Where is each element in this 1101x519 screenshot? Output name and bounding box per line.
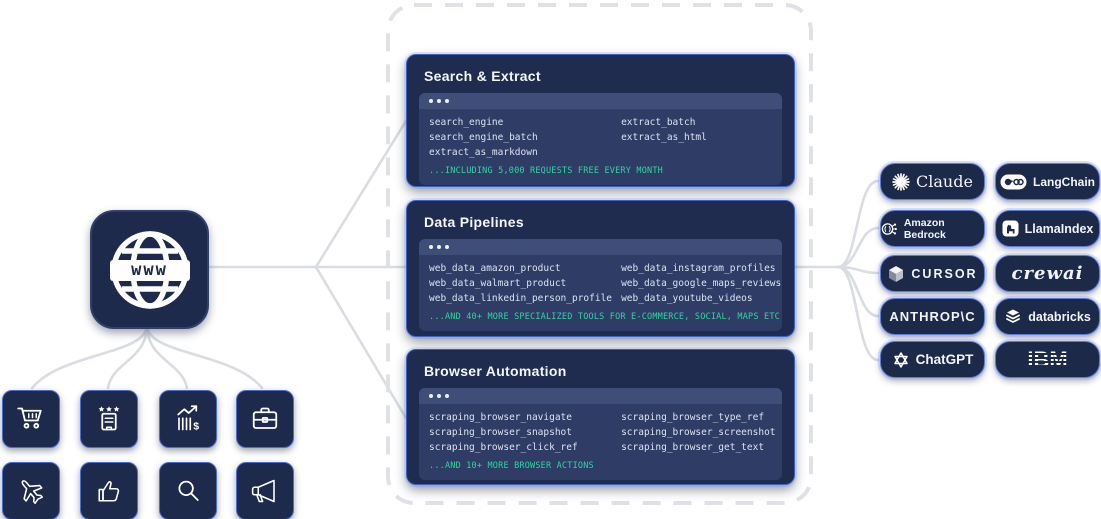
tool-name: extract_as_html (621, 132, 707, 143)
tool-name: search_engine_batch (429, 132, 538, 143)
category-tile-thumbs-up (80, 462, 138, 519)
claude-starburst-icon (892, 172, 910, 191)
svg-text:$: $ (193, 421, 199, 433)
category-tile-megaphone (236, 462, 294, 519)
tool-name: scraping_browser_navigate (429, 412, 572, 423)
badge-label: LlamaIndex (1024, 221, 1094, 236)
badge-label: Claude (916, 172, 973, 191)
tool-name: scraping_browser_snapshot (429, 427, 572, 438)
llamaindex-llama-icon (1002, 220, 1019, 237)
badge-label: LangChain (1033, 174, 1095, 189)
briefcase-icon (252, 407, 278, 429)
badge-label: databricks (1028, 309, 1091, 324)
panel-note: ...AND 40+ MORE SPECIALIZED TOOLS FOR E-… (429, 312, 780, 322)
megaphone-icon (251, 479, 275, 503)
badge-cursor: CURSOR (880, 255, 985, 292)
tool-name: scraping_browser_type_ref (621, 412, 765, 423)
badge-claude: Claude (880, 163, 985, 200)
badge-label: ChatGPT (915, 352, 974, 367)
badge-chatgpt: ChatGPT (880, 341, 985, 378)
panel-title: Search & Extract (424, 68, 541, 84)
panel-search-extract: Search & Extract search_engine extract_b… (406, 54, 795, 187)
tool-name: search_engine (429, 117, 504, 128)
category-tile-product-reviews (80, 390, 138, 448)
tool-name: web_data_youtube_videos (621, 293, 753, 304)
tool-name: scraping_browser_screenshot (621, 427, 776, 438)
tool-name: web_data_instagram_profiles (621, 263, 776, 274)
code-window: scraping_browser_navigate scraping_brows… (419, 388, 782, 480)
window-dots-icon (419, 388, 782, 404)
bedrock-brain-icon (881, 222, 897, 235)
category-tile-briefcase (236, 390, 294, 448)
www-label: www (131, 260, 168, 280)
tool-name: scraping_browser_get_text (621, 442, 765, 453)
www-source-node: www (90, 210, 209, 329)
cursor-cube-icon (889, 265, 904, 282)
badge-databricks: databricks (995, 298, 1100, 335)
badge-crewai: crewai (995, 255, 1100, 292)
code-window: web_data_amazon_product web_data_instagr… (419, 239, 782, 331)
window-dots-icon (419, 93, 782, 109)
category-tile-finance-chart: $ (159, 390, 217, 448)
badge-ibm: IBM (995, 341, 1100, 378)
panel-note: ...AND 10+ MORE BROWSER ACTIONS (429, 461, 594, 471)
dashed-bracket (386, 3, 813, 505)
tool-name: extract_batch (621, 117, 696, 128)
panel-title: Data Pipelines (424, 214, 524, 230)
washed-out-bottom-label: ...and any MCP client (882, 388, 1062, 408)
code-window: search_engine extract_batch search_engin… (419, 93, 782, 185)
tool-name: extract_as_markdown (429, 147, 538, 158)
tool-name: web_data_amazon_product (429, 263, 561, 274)
tool-name: web_data_linkedin_person_profile (429, 293, 613, 304)
www-band: www (109, 259, 190, 281)
airplane-icon (21, 480, 44, 504)
tool-name: web_data_walmart_product (429, 278, 567, 289)
badge-label: crewai (1011, 263, 1084, 284)
panel-data-pipelines: Data Pipelines web_data_amazon_product w… (406, 200, 795, 337)
shopping-cart-icon (17, 407, 42, 429)
badge-llamaindex: LlamaIndex (995, 210, 1100, 247)
window-dots-icon (419, 239, 782, 255)
category-tile-search (159, 462, 217, 519)
databricks-layers-icon (1006, 309, 1021, 323)
badge-anthropic: ANTHROP\C (880, 298, 985, 335)
langchain-parrot-chain-icon (1000, 174, 1027, 189)
thumbs-up-icon (98, 481, 120, 502)
tool-name (621, 147, 772, 158)
chatgpt-openai-icon (893, 351, 908, 368)
badge-label: IBM (1027, 346, 1068, 372)
finance-chart-icon: $ (177, 405, 199, 433)
badge-label: ANTHROP\C (889, 309, 976, 324)
badge-label: Amazon Bedrock (903, 216, 946, 241)
panel-browser-automation: Browser Automation scraping_browser_navi… (406, 349, 795, 485)
category-tile-shopping-cart (2, 390, 60, 448)
category-tile-airplane (2, 462, 60, 519)
washed-out-top-label: Bright Data MCP (398, 15, 533, 34)
badge-amazon-bedrock: Amazon Bedrock (880, 210, 985, 247)
badge-langchain: LangChain (995, 163, 1100, 200)
magnifier-icon (178, 480, 199, 501)
panel-note: ...INCLUDING 5,000 REQUESTS FREE EVERY M… (429, 166, 663, 176)
reviews-icon (98, 406, 120, 431)
tool-name: scraping_browser_click_ref (429, 442, 578, 453)
panel-title: Browser Automation (424, 363, 567, 379)
tool-name: web_data_google_maps_reviews (621, 278, 782, 289)
badge-label: CURSOR (911, 266, 978, 281)
